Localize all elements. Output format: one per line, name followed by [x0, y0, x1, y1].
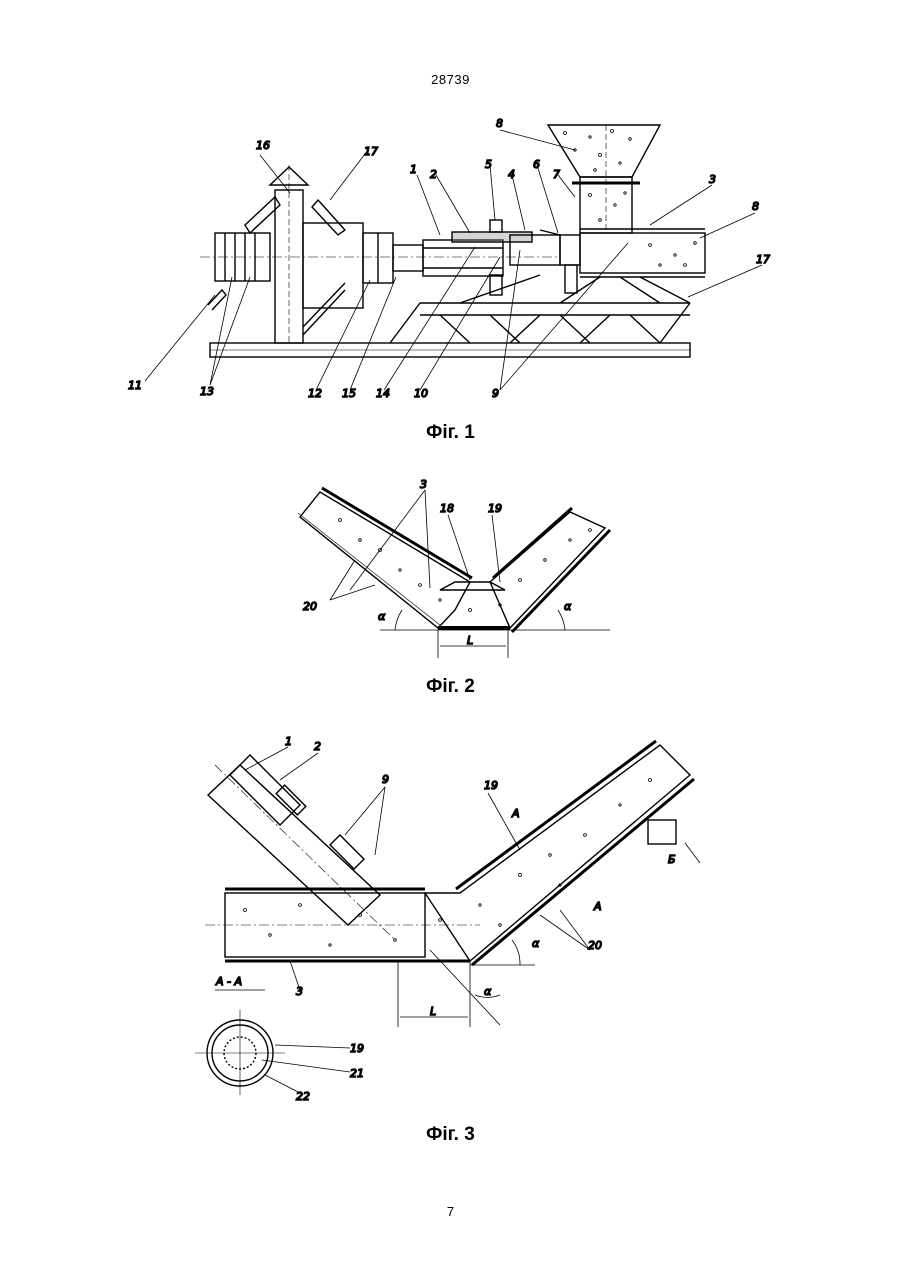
fig1-label-14: 13: [200, 385, 214, 398]
fig1-label-2: 2: [430, 168, 437, 181]
document-number: 28739: [0, 72, 901, 87]
fig3-label-alpha-lower: α: [484, 985, 492, 998]
fig3-label-alpha-right: α: [532, 937, 540, 950]
figure-2-drawing: 3 18 19 20 α α L: [0, 470, 901, 660]
fig3-label-B: Б: [668, 853, 676, 866]
fig1-label-7: 7: [553, 168, 560, 181]
fig1-label-1: 1: [410, 163, 417, 176]
fig3-label-A-lower: A: [593, 900, 602, 913]
fig3-label-20: 20: [588, 939, 602, 952]
fig3-section-title: A - A: [215, 975, 242, 988]
fig1-label-5: 5: [485, 158, 492, 171]
feed-cylinder: [208, 765, 380, 925]
fig3-label-22: 22: [296, 1090, 310, 1103]
fig1-label-8a: 8: [496, 117, 503, 130]
fig1-label-13: 12: [308, 387, 322, 400]
fig3-label-19b: 19: [350, 1042, 364, 1055]
fig3-label-19a: 19: [484, 779, 498, 792]
main-pipe: [580, 233, 705, 273]
fig1-label-6: 6: [533, 158, 540, 171]
inclined-pipe: [425, 745, 690, 961]
fig2-label-3: 3: [420, 478, 427, 491]
hopper: [548, 125, 660, 177]
figure-2-caption: Фіг. 2: [0, 676, 901, 698]
fig1-label-11: 14: [376, 387, 390, 400]
fig2-label-L: L: [467, 634, 473, 647]
fig1-label-17b: 17: [756, 253, 770, 266]
fig1-label-10: 10: [414, 387, 428, 400]
fig1-label-12: 15: [342, 387, 356, 400]
figure-3-caption: Фіг. 3: [0, 1124, 901, 1146]
fig1-label-9: 9: [492, 387, 499, 400]
fig1-label-17a: 17: [364, 145, 378, 158]
fig3-label-21: 21: [350, 1067, 364, 1080]
figure-1-drawing: 16 17 1 2 5 4 6 7 8 3 8 17 11 13 12 15 1…: [0, 105, 901, 405]
fig3-label-2: 2: [314, 740, 321, 753]
figure-3-drawing: 1 2 9 19 20 3 α α L A A Б A - A 19 21 22: [0, 725, 901, 1115]
fig3-label-A-top: A: [511, 807, 520, 820]
fig2-label-20: 20: [303, 600, 317, 613]
fig3-label-1: 1: [285, 735, 292, 748]
fig1-label-4: 4: [508, 168, 515, 181]
fig2-label-18: 18: [440, 502, 454, 515]
fig1-label-8b: 8: [752, 200, 759, 213]
fig3-label-3: 3: [296, 985, 303, 998]
fig2-label-alpha-left: α: [378, 610, 386, 623]
cylinder: [423, 240, 503, 276]
figure-1-caption: Фіг. 1: [0, 422, 901, 444]
fig3-label-9: 9: [382, 773, 389, 786]
fig2-label-alpha-right: α: [564, 600, 572, 613]
fig3-label-L: L: [430, 1005, 436, 1018]
fig1-label-16: 16: [256, 139, 270, 152]
fig1-label-3: 3: [709, 173, 716, 186]
fig2-label-19: 19: [488, 502, 502, 515]
page-number: 7: [0, 1204, 901, 1219]
fig1-label-15: 11: [128, 379, 142, 392]
